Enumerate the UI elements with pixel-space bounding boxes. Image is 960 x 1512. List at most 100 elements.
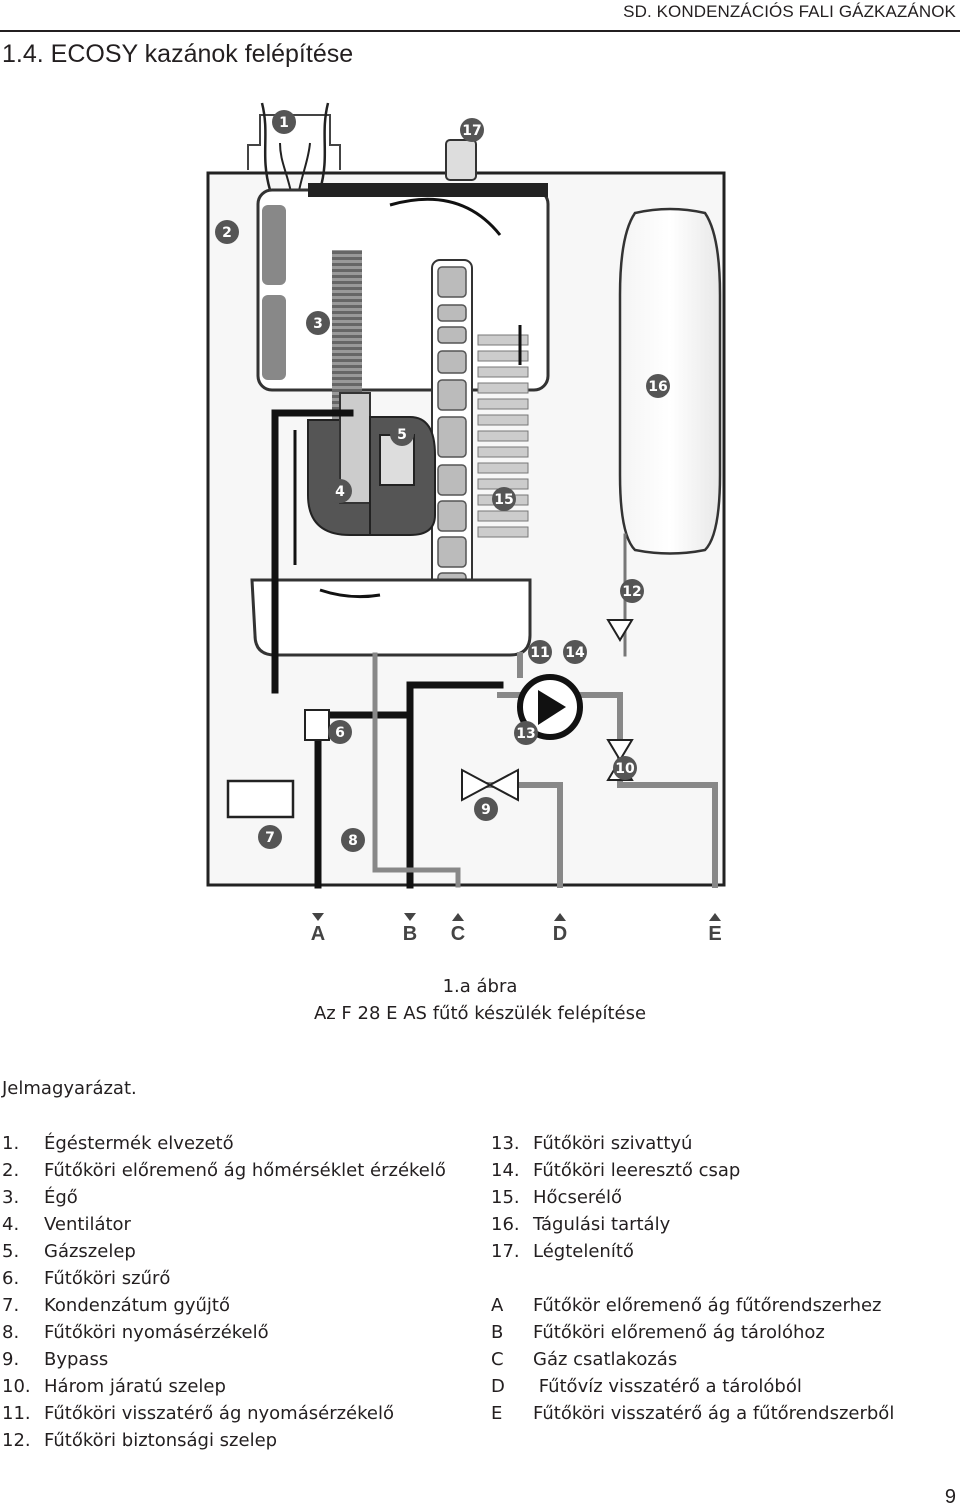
callout-4: 4 xyxy=(328,479,352,503)
svg-text:1: 1 xyxy=(279,115,289,131)
return-pipe-e xyxy=(587,692,718,888)
fan-assembly xyxy=(307,392,436,536)
svg-text:B: B xyxy=(403,923,417,945)
legend-text: Gáz csatlakozás xyxy=(533,1349,678,1370)
legend-left-column: 1.Égéstermék elvezető 2. Fűtőköri előreme… xyxy=(2,1133,472,1457)
legend-number: 5. xyxy=(2,1241,20,1262)
legend-item: 10.Három járatú szelep xyxy=(2,1376,472,1403)
legend-text: Fűtőköri visszatérő ág a fűtőrendszerből xyxy=(533,1403,895,1424)
callout-10: 10 xyxy=(613,756,637,780)
svg-text:A: A xyxy=(311,923,325,945)
callout-8: 8 xyxy=(341,828,365,852)
legend-text: Fűtőköri szűrő xyxy=(44,1268,171,1289)
svg-text:C: C xyxy=(451,923,465,945)
legend-number: 9. xyxy=(2,1349,20,1370)
callout-6: 6 xyxy=(328,720,352,744)
legend-text: Kondenzátum gyűjtő xyxy=(44,1295,230,1316)
figure-caption-title: Az F 28 E AS fűtő készülék felépítése xyxy=(313,1003,647,1024)
callout-7: 7 xyxy=(258,825,282,849)
legend-item: B Fűtőköri előremenő ág tárolóhoz xyxy=(491,1322,956,1349)
legend-number: 17. xyxy=(491,1241,520,1262)
callout-13: 13 xyxy=(514,721,538,745)
legend-item: 5. Gázszelep xyxy=(2,1241,472,1268)
legend-letter: D xyxy=(491,1376,505,1397)
condensate-trap xyxy=(226,779,295,819)
legend-text: Fűtőköri előremenő ág hőmérséklet érzéke… xyxy=(44,1160,446,1181)
gas-pipe-c xyxy=(372,652,461,888)
svg-text:10: 10 xyxy=(615,761,635,777)
legend-text: Fűtővíz visszatérő a tárolóból xyxy=(533,1376,802,1397)
svg-text:5: 5 xyxy=(397,427,407,443)
callout-17: 17 xyxy=(460,118,484,142)
svg-text:D: D xyxy=(553,923,567,945)
figure-caption-number: 1.a ábra xyxy=(442,976,518,997)
page-number: 9 xyxy=(944,1486,956,1508)
legend-item: 11.Fűtőköri visszatérő ág nyomásérzékelő xyxy=(2,1403,472,1430)
callout-11: 11 xyxy=(528,640,552,664)
callout-markers: 1 2 3 4 5 6 7 8 9 10 11 12 13 14 15 16 1… xyxy=(215,110,670,852)
svg-text:15: 15 xyxy=(494,492,513,508)
legend-item: 3.Égő xyxy=(2,1187,472,1214)
connection-a: A xyxy=(311,913,325,945)
bypass-valve xyxy=(461,768,519,802)
legend-text: Fűtőköri előremenő ág tárolóhoz xyxy=(533,1322,825,1343)
connection-e: E xyxy=(708,913,722,945)
svg-text:8: 8 xyxy=(348,833,358,849)
legend-item: 1.Égéstermék elvezető xyxy=(2,1133,472,1160)
legend-item: 9.Bypass xyxy=(2,1349,472,1376)
boiler-diagram: 1 2 3 4 5 6 7 8 9 10 11 12 13 14 15 16 1… xyxy=(206,102,726,945)
callout-16: 16 xyxy=(646,374,670,398)
legend-item: 8.Fűtőköri nyomásérzékelő xyxy=(2,1322,472,1349)
legend-number: 15. xyxy=(491,1187,520,1208)
connection-c: C xyxy=(451,913,465,945)
legend-number: 14. xyxy=(491,1160,520,1181)
legend-number: 1. xyxy=(2,1133,20,1154)
svg-text:3: 3 xyxy=(313,316,323,332)
callout-5: 5 xyxy=(390,422,414,446)
header-title: SD. KONDENZÁCIÓS FALI GÁZKAZÁNOK xyxy=(623,2,956,21)
legend-number: 2. xyxy=(2,1160,20,1181)
legend-item: 7. Kondenzátum gyűjtő xyxy=(2,1295,472,1322)
legend-number: 11. xyxy=(2,1403,31,1424)
svg-text:16: 16 xyxy=(648,379,667,395)
legend-right-column: 13. Fűtőköri szivattyú 14. Fűtőköri leeres… xyxy=(491,1133,956,1430)
svg-text:9: 9 xyxy=(481,802,491,818)
connection-b: B xyxy=(403,913,417,945)
legend-number: 13. xyxy=(491,1133,520,1154)
callout-14: 14 xyxy=(563,640,587,664)
legend-item: 6.Fűtőköri szűrő xyxy=(2,1268,472,1295)
legend-text: Fűtőköri szivattyú xyxy=(533,1133,693,1154)
legend-text: Fűtőköri nyomásérzékelő xyxy=(44,1322,269,1343)
legend-item: 17.Légtelenítő xyxy=(491,1241,956,1268)
expansion-tank xyxy=(618,207,722,555)
heat-exchanger xyxy=(250,183,550,657)
svg-text:13: 13 xyxy=(516,726,535,742)
svg-text:7: 7 xyxy=(265,830,275,846)
legend-text: Fűtőkör előremenő ág fűtőrendszerhez xyxy=(533,1295,882,1316)
legend-text: Fűtőköri leeresztő csap xyxy=(533,1160,741,1181)
legend-number: 12. xyxy=(2,1430,31,1451)
svg-text:E: E xyxy=(708,923,721,945)
svg-text:14: 14 xyxy=(565,645,585,661)
legend-text: Ventilátor xyxy=(44,1214,131,1235)
legend-item: 13. Fűtőköri szivattyú xyxy=(491,1133,956,1160)
connection-d: D xyxy=(553,913,567,945)
legend-item: 12.Fűtőköri biztonsági szelep xyxy=(2,1430,472,1457)
svg-text:2: 2 xyxy=(222,225,232,241)
legend-text: Tágulási tartály xyxy=(533,1214,671,1235)
header-rule xyxy=(0,30,960,32)
legend-title: Jelmagyarázat. xyxy=(2,1078,137,1099)
legend-letter: B xyxy=(491,1322,504,1343)
legend-number: 16. xyxy=(491,1214,520,1235)
legend-item: D Fűtővíz visszatérő a tárolóból xyxy=(491,1376,956,1403)
svg-text:6: 6 xyxy=(335,725,345,741)
legend-number: 7. xyxy=(2,1295,20,1316)
legend-number: 4. xyxy=(2,1214,20,1235)
legend-text: Gázszelep xyxy=(44,1241,136,1262)
svg-text:11: 11 xyxy=(530,645,549,661)
legend-letter: C xyxy=(491,1349,504,1370)
svg-text:4: 4 xyxy=(335,484,345,500)
callout-15: 15 xyxy=(492,487,516,511)
callout-1: 1 xyxy=(272,110,296,134)
